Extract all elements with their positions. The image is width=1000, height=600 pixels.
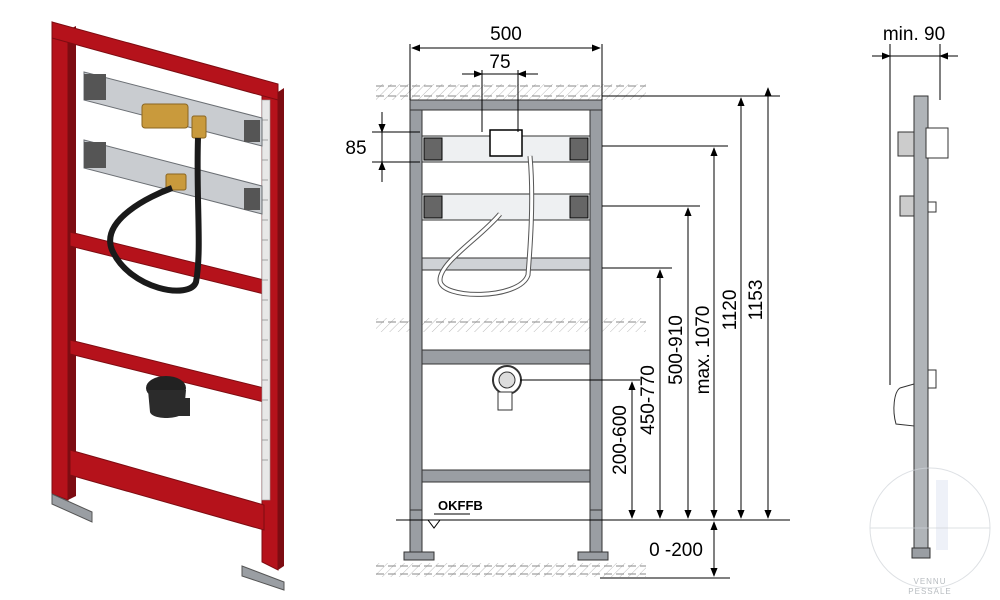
dim-bracket-height: 85 xyxy=(345,138,366,159)
side-elevation xyxy=(872,44,958,559)
dim-h-450-770: 450-770 xyxy=(638,365,659,435)
elevation-cross-rail-3 xyxy=(421,469,591,483)
elevation-rail-lower-bracket xyxy=(421,193,591,221)
elevation-top-rail xyxy=(409,99,603,111)
label-okffb: OKFFB xyxy=(438,498,483,513)
watermark-line-2: PESSALE xyxy=(908,587,951,596)
elevation-cross-rail-1 xyxy=(421,257,591,271)
dim-h-1153: 1153 xyxy=(746,280,767,321)
dim-width-total: 500 xyxy=(490,24,522,45)
frame-bottom-rail xyxy=(69,449,265,531)
dim-h-200-600: 200-600 xyxy=(610,405,631,475)
flex-hose xyxy=(107,137,202,294)
front-elevation xyxy=(372,44,790,579)
dim-h-1120: 1120 xyxy=(720,290,741,331)
dim-depth-min: min. 90 xyxy=(883,24,945,45)
dim-h-500-910: 500-910 xyxy=(666,315,687,385)
foot-right xyxy=(241,565,285,591)
dim-h-max-1070: max. 1070 xyxy=(693,306,714,395)
dim-width-inner: 75 xyxy=(489,52,510,73)
frame-perspective-view xyxy=(51,21,285,591)
frame-cross-rail-1 xyxy=(69,231,265,295)
dim-floor-adjust: 0 -200 xyxy=(649,540,703,561)
foot-left xyxy=(51,493,93,523)
frame-left-post xyxy=(51,21,69,501)
brass-valve-icon xyxy=(141,103,207,191)
watermark-line-1: VENNU xyxy=(913,577,946,586)
frame-top-rail xyxy=(51,21,279,101)
trap-elbow-icon xyxy=(146,376,190,418)
watermark: VENNU PESSALE xyxy=(869,467,991,596)
elevation-right-post xyxy=(589,99,603,511)
elevation-cross-rail-2 xyxy=(421,349,591,365)
